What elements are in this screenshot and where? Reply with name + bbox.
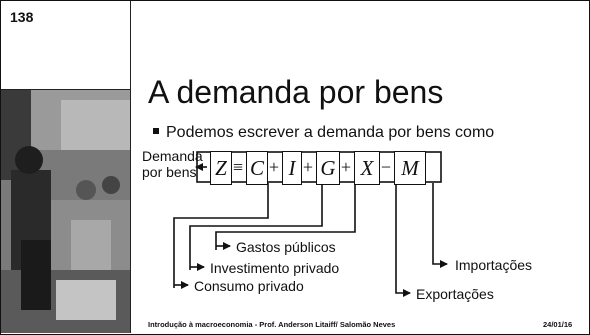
- equation-label-line2: por bens: [142, 164, 197, 180]
- footer-credits: Introdução à macroeconomia - Prof. Ander…: [148, 320, 396, 329]
- label-importacoes: Importações: [455, 257, 533, 273]
- footer-date: 24/01/16: [543, 320, 573, 329]
- symbol-plus-1: +: [268, 157, 280, 177]
- symbol-Z: Z: [210, 151, 232, 185]
- symbol-X: X: [354, 151, 380, 185]
- label-investimento-privado: Investimento privado: [210, 260, 340, 276]
- bullet-text: Podemos escrever a demanda por bens como: [166, 124, 495, 141]
- slide-title: A demanda por bens: [148, 74, 444, 110]
- symbol-equiv: ≡: [232, 157, 244, 177]
- sidebar: 138: [1, 1, 131, 333]
- label-exportacoes: Exportações: [416, 286, 494, 302]
- symbol-plus-2: +: [302, 157, 314, 177]
- symbol-I: I: [282, 151, 302, 185]
- equation: Z ≡ C + I + G + X − M: [196, 151, 442, 185]
- label-consumo-privado: Consumo privado: [194, 278, 304, 294]
- slide-number: 138: [10, 9, 34, 25]
- bullet-icon: [153, 127, 159, 134]
- symbol-C: C: [246, 151, 268, 185]
- slide-number-box: 138: [1, 1, 130, 90]
- label-gastos-publicos: Gastos públicos: [236, 239, 336, 255]
- equation-label: Demanda por bens: [142, 148, 203, 180]
- symbol-M: M: [394, 151, 426, 185]
- bullet-item: Podemos escrever a demanda por bens como: [153, 124, 494, 142]
- symbol-plus-3: +: [340, 157, 352, 177]
- symbol-minus: −: [380, 157, 392, 177]
- symbol-G: G: [316, 151, 340, 185]
- decorative-photo: [1, 90, 130, 333]
- equation-label-line1: Demanda: [142, 148, 203, 164]
